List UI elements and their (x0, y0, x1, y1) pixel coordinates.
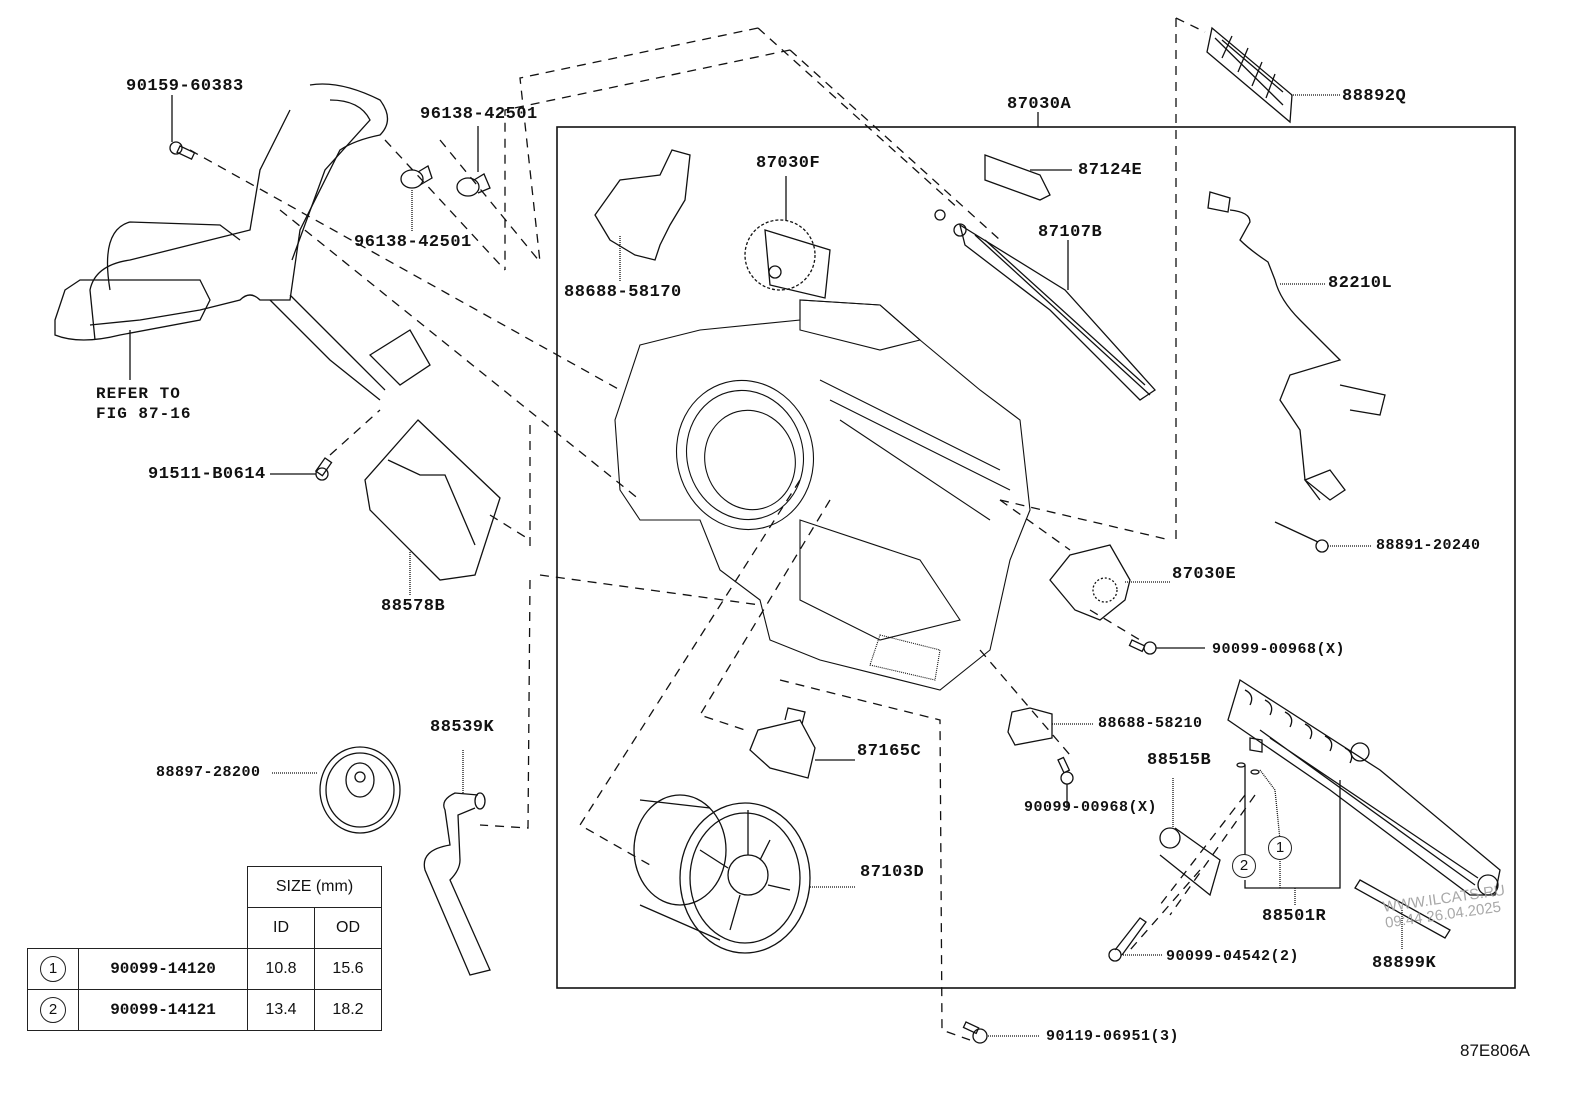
table-row: 1 90099-14120 10.8 15.6 (27, 948, 382, 990)
part-label-87030A[interactable]: 87030A (1007, 95, 1072, 114)
part-label-88539K[interactable]: 88539K (430, 718, 495, 737)
table-blank (79, 908, 248, 949)
reference-note-line-2: FIG 87-16 (96, 405, 192, 423)
part-label-87124E[interactable]: 87124E (1078, 161, 1143, 180)
assembly-frame-87030A (556, 126, 1516, 989)
part-label-88891-20240[interactable]: 88891-20240 (1376, 537, 1481, 554)
callout-2: 2 (1232, 854, 1256, 878)
part-96138-42501-clamps (400, 126, 491, 232)
part-88578B-pad (364, 419, 501, 596)
table-header-size: SIZE (mm) (247, 866, 382, 908)
part-87124E-sensor (984, 154, 1072, 201)
table-header-od: OD (314, 907, 382, 949)
part-88539K-drain-hose (423, 750, 491, 976)
part-label-90099-00968-upper[interactable]: 90099-00968(X) (1212, 641, 1346, 658)
row-key-cell: 2 (27, 989, 79, 1031)
part-90099-04542-bolt (1108, 917, 1163, 962)
part-91511-B0614-screw (270, 457, 333, 481)
reference-note-line-1: REFER TO (96, 385, 181, 403)
part-88891-20240-sensor (1274, 521, 1372, 553)
part-label-87030F[interactable]: 87030F (756, 154, 821, 173)
part-label-96138-42501-lower[interactable]: 96138-42501 (354, 233, 472, 252)
part-label-88578B[interactable]: 88578B (381, 597, 446, 616)
part-87165C-resistor (749, 707, 855, 779)
row-key-cell: 1 (27, 948, 79, 990)
part-heater-hose-assembly (54, 83, 431, 401)
part-82210L-wire-harness (1207, 191, 1386, 501)
part-label-90119-06951[interactable]: 90119-06951(3) (1046, 1028, 1180, 1045)
part-88897-28200-grommet (272, 746, 401, 834)
row-key: 2 (40, 997, 66, 1023)
part-label-88688-58170[interactable]: 88688-58170 (564, 283, 682, 302)
dashed-guide-lines (189, 17, 1256, 1041)
part-88892Q-filter (1206, 26, 1340, 124)
part-90119-06951-screw (962, 1021, 1040, 1044)
part-label-87030E[interactable]: 87030E (1172, 565, 1237, 584)
part-88515B-valve (1159, 778, 1221, 897)
part-label-87165C[interactable]: 87165C (857, 742, 922, 761)
part-label-88501R[interactable]: 88501R (1262, 907, 1327, 926)
row-key: 1 (40, 956, 66, 982)
row-outer-diameter: 15.6 (314, 948, 382, 990)
part-label-90159-60383[interactable]: 90159-60383 (126, 77, 244, 96)
table-blank (28, 908, 79, 949)
row-inner-diameter: 13.4 (247, 989, 315, 1031)
table-blank (28, 867, 79, 908)
hose-size-table: SIZE (mm) ID OD 1 90099-14120 10.8 15.6 … (27, 866, 382, 1031)
part-label-91511-B0614[interactable]: 91511-B0614 (148, 465, 266, 484)
part-label-82210L[interactable]: 82210L (1328, 274, 1393, 293)
part-label-87103D[interactable]: 87103D (860, 863, 925, 882)
part-label-96138-42501-upper[interactable]: 96138-42501 (420, 105, 538, 124)
table-header-id: ID (247, 907, 315, 949)
part-label-87107B[interactable]: 87107B (1038, 223, 1103, 242)
part-label-88688-58210[interactable]: 88688-58210 (1098, 715, 1203, 732)
part-90099-00968-screws (1057, 639, 1205, 808)
part-88688-58210-bracket (1007, 707, 1093, 746)
part-87030E-actuator (1049, 544, 1170, 621)
part-label-90099-00968-lower[interactable]: 90099-00968(X) (1024, 799, 1158, 816)
part-88899K-bracket (1354, 879, 1451, 950)
part-label-88515B[interactable]: 88515B (1147, 751, 1212, 770)
part-label-88892Q[interactable]: 88892Q (1342, 87, 1407, 106)
row-inner-diameter: 10.8 (247, 948, 315, 990)
part-label-88899K[interactable]: 88899K (1372, 954, 1437, 973)
part-88501R-evaporator (1227, 678, 1501, 905)
row-part-number[interactable]: 90099-14121 (78, 989, 248, 1031)
table-row: 2 90099-14121 13.4 18.2 (27, 989, 382, 1031)
part-88688-58170-bracket (594, 149, 691, 282)
part-87103D-blower (633, 794, 855, 954)
figure-id: 87E806A (1460, 1041, 1530, 1060)
table-blank (79, 867, 248, 908)
row-part-number[interactable]: 90099-14120 (78, 948, 248, 990)
part-hvac-case (614, 299, 1031, 691)
part-90159-60383-bolt (169, 95, 196, 160)
reference-note[interactable]: REFER TO FIG 87-16 (96, 384, 191, 424)
part-87107B-heater-core (934, 209, 1156, 401)
part-label-90099-04542[interactable]: 90099-04542(2) (1166, 948, 1300, 965)
part-label-88897-28200[interactable]: 88897-28200 (156, 764, 261, 781)
row-outer-diameter: 18.2 (314, 989, 382, 1031)
callout-1: 1 (1268, 836, 1292, 860)
part-87030F-actuator (744, 176, 831, 299)
